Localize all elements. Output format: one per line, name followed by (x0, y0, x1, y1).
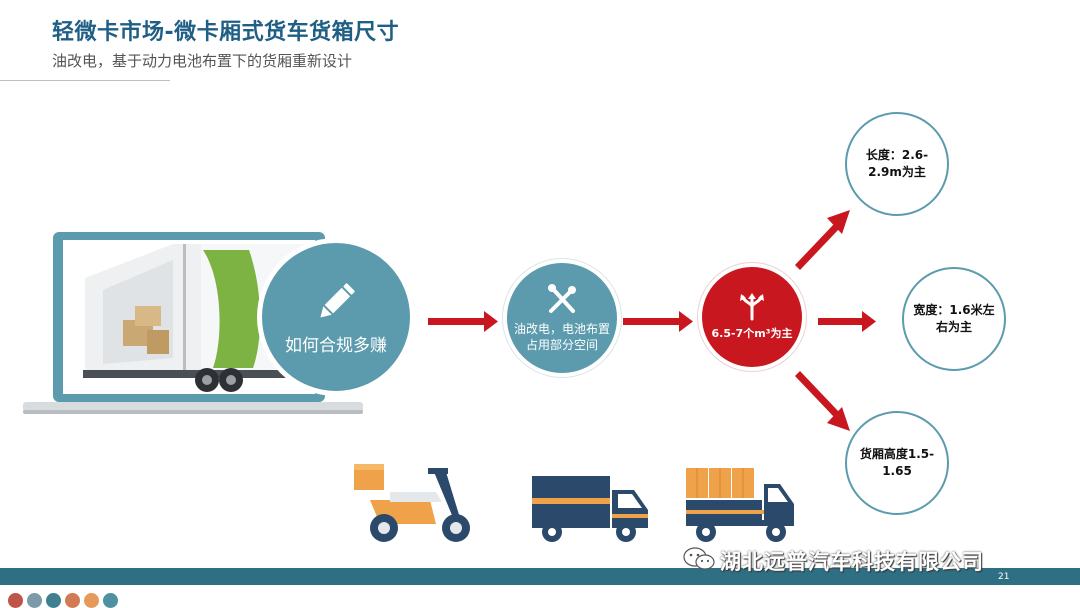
volume-label: 6.5-7个m³为主 (711, 327, 793, 340)
height-label: 货厢高度1.5-1.65 (859, 447, 935, 478)
color-dot (46, 593, 61, 608)
company-watermark: 湖北远普汽车科技有限公司 (720, 550, 984, 574)
main-question-label: 如何合规多赚 (285, 335, 387, 356)
box-truck-icon (532, 476, 648, 542)
battery-layout-circle: 油改电，电池布置占用部分空间 (503, 259, 621, 377)
main-question-circle: 如何合规多赚 (257, 238, 415, 396)
pencil-icon (320, 282, 355, 318)
length-circle: 长度：2.6-2.9m为主 (845, 112, 949, 216)
page-number: 21 (998, 572, 1010, 582)
color-dot (8, 593, 23, 608)
volume-circle: 6.5-7个m³为主 (698, 263, 806, 371)
laptop-truck-illustration (23, 230, 363, 416)
cargo-truck-icon (686, 468, 794, 542)
slide-title: 轻微卡市场-微卡厢式货车货箱尺寸 (52, 20, 400, 45)
split-arrows-icon (740, 293, 764, 321)
width-circle: 宽度：1.6米左右为主 (902, 267, 1006, 371)
wechat-icon (683, 547, 715, 570)
delivery-scooter-icon (354, 464, 470, 542)
color-dot (103, 593, 118, 608)
slide-subtitle: 油改电，基于动力电池布置下的货厢重新设计 (52, 52, 353, 70)
footer-bar (0, 568, 1080, 585)
length-label: 长度：2.6-2.9m为主 (865, 148, 929, 179)
height-circle: 货厢高度1.5-1.65 (845, 411, 949, 515)
width-label: 宽度：1.6米左右为主 (913, 303, 995, 334)
color-dot (84, 593, 99, 608)
color-dot (65, 593, 80, 608)
title-divider (0, 80, 170, 81)
color-dot (27, 593, 42, 608)
color-dots (8, 593, 118, 608)
tools-icon (548, 284, 576, 313)
battery-layout-label: 油改电，电池布置占用部分空间 (513, 322, 610, 352)
